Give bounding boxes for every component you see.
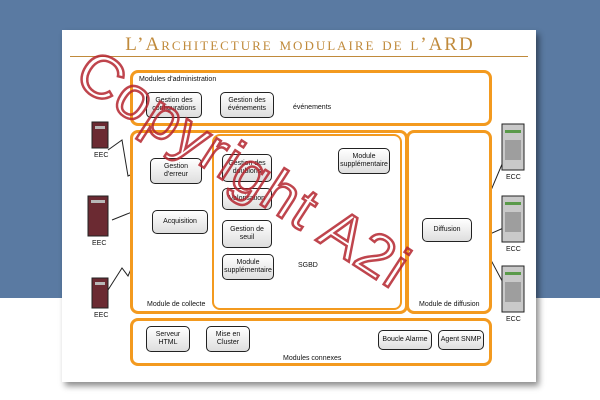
pc3-icon [91,277,109,309]
srv1-icon [501,123,525,171]
pc2-label: EEC [92,240,107,247]
srv3-icon [501,265,525,313]
acquisition-box: Acquisition [152,210,208,234]
diffusion-box: Diffusion [422,218,472,242]
group-admin-label: Modules d'administration [139,76,217,83]
valorisation-box: Valorisation [222,188,272,210]
agent-snmp-box: Agent SNMP [438,330,484,350]
diagram-title: L’Architecture modulaire de l’ARD [125,34,475,55]
boucle-alarme-box: Boucle Alarme [378,330,432,350]
group-diffusion-label: Module de diffusion [419,301,480,308]
srv2-icon [501,195,525,243]
srv1-label: ECC [506,174,521,181]
srv3-label: ECC [506,316,521,323]
events-db-label: événements [293,104,332,111]
group-collecte-label: Module de collecte [147,301,206,308]
title-underline [70,56,528,57]
pc1-icon [91,121,109,149]
srv2-label: ECC [506,246,521,253]
group-connexes-label: Modules connexes [283,355,342,362]
pc2-icon [87,195,109,237]
watermark-text: Copyright A2i [65,37,423,302]
pc1-label: EEC [94,152,109,159]
pc3-label: EEC [94,312,109,319]
diagram-sheet: L’Architecture modulaire de l’ARD [62,30,536,382]
sgbd-label: SGBD [298,262,318,269]
group-diffusion: Module de diffusion [406,130,492,314]
